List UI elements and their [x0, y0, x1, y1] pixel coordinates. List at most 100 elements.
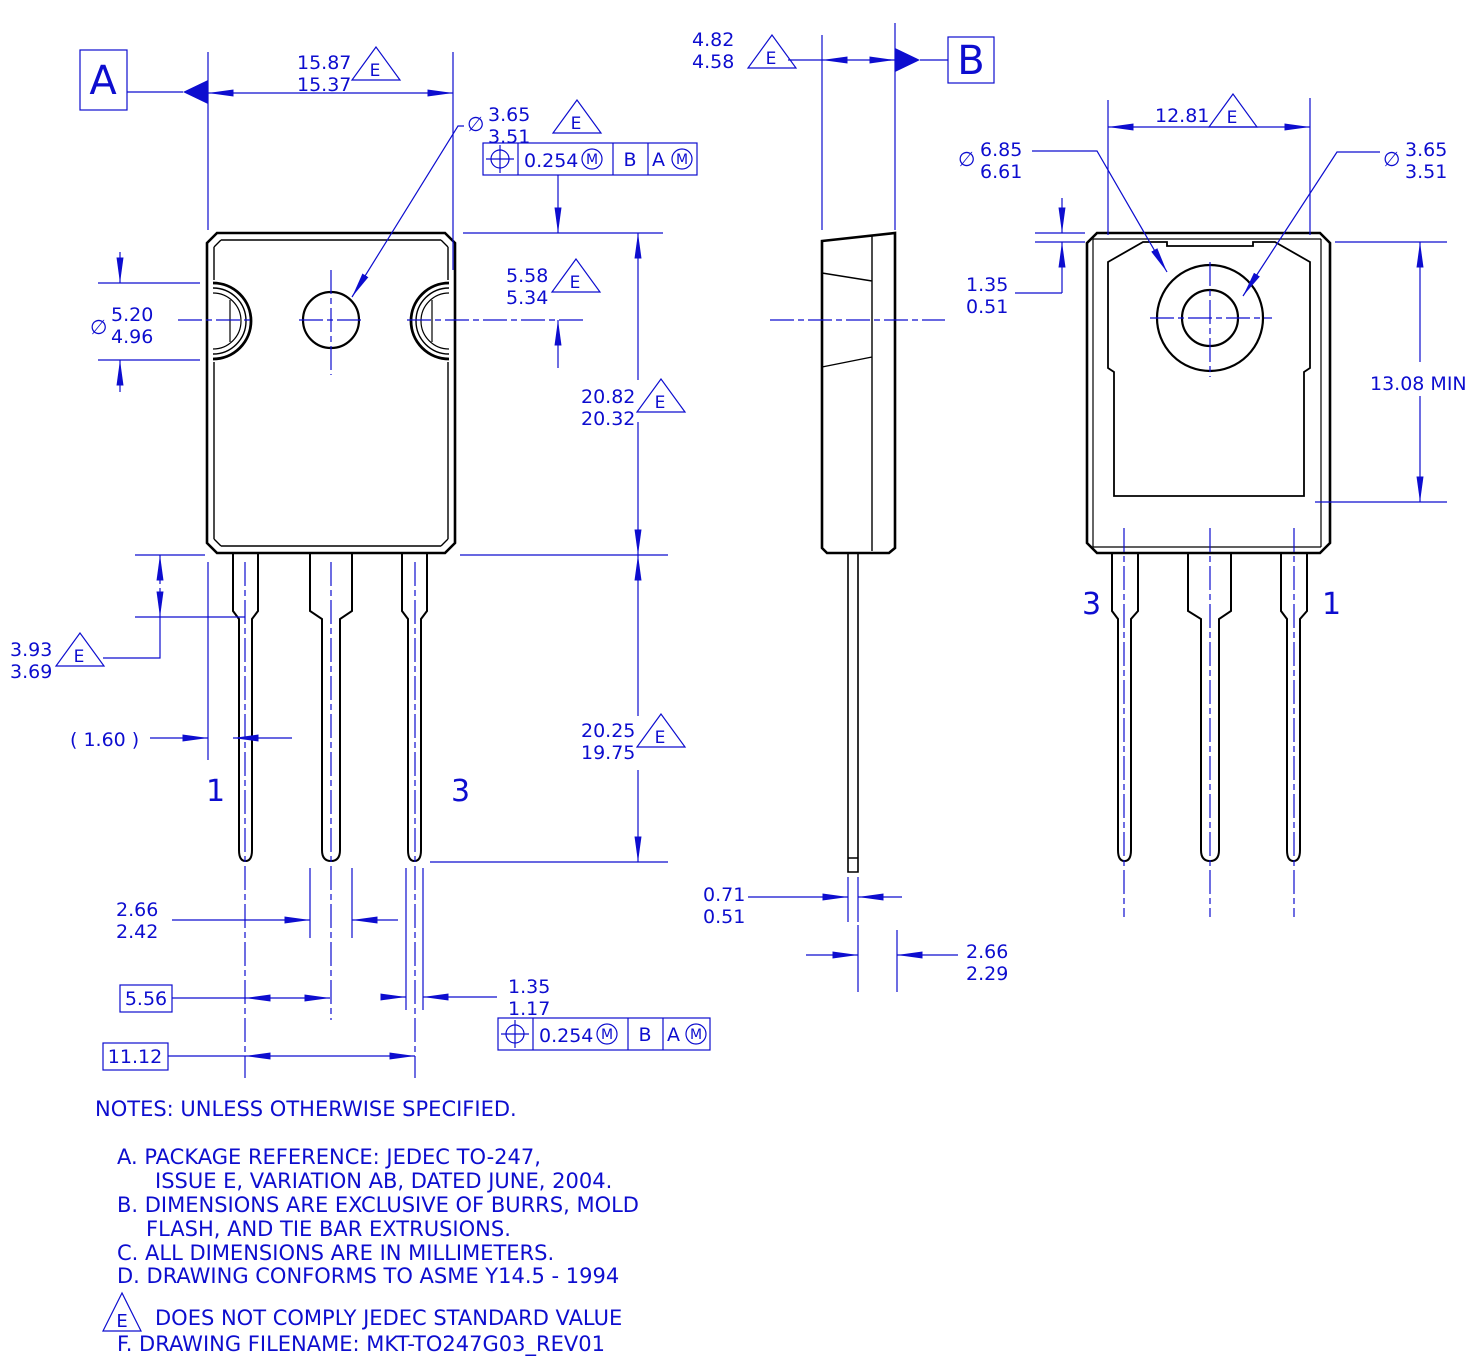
fcf-modifier: M — [601, 1027, 613, 1043]
mmc-symbol-icon — [581, 148, 603, 170]
note-b2: FLASH, AND TIE BAR EXTRUSIONS. — [146, 1217, 511, 1241]
mmc-symbol-icon — [596, 1023, 618, 1045]
diameter-symbol: ∅ — [90, 315, 107, 339]
datum-b-label: B — [957, 38, 984, 84]
dim-text: 3.51 — [1405, 161, 1447, 183]
e-flag-letter: E — [766, 49, 777, 69]
fcf-modifier: M — [690, 1027, 702, 1043]
side-view-outline — [820, 231, 897, 873]
dim-text: 3.93 — [10, 639, 52, 661]
diameter-symbol: ∅ — [467, 112, 484, 136]
dim-text: 5.56 — [125, 988, 167, 1010]
datum-b-arrow-icon — [895, 48, 920, 72]
mmc-symbol-icon — [685, 1023, 707, 1045]
pin-label-back-1: 1 — [1322, 587, 1341, 622]
e-flag-letter: E — [74, 647, 85, 667]
dim-notch-dia: ∅ 5.20 4.96 — [90, 252, 200, 392]
dim-text: 3.65 — [1405, 139, 1447, 161]
e-flag-letter: E — [370, 61, 381, 81]
datum-a-box — [79, 49, 128, 111]
note-b1: B. DIMENSIONS ARE EXCLUSIVE OF BURRS, MO… — [117, 1193, 639, 1217]
dim-text: 1.35 — [508, 976, 550, 998]
dim-text: 20.32 — [581, 408, 635, 430]
dim-span: 11.12 — [102, 1042, 415, 1071]
mmc-symbol-icon — [671, 148, 693, 170]
dim-text: 0.71 — [703, 884, 745, 906]
dim-text: 5.34 — [506, 287, 548, 309]
centerlines — [178, 262, 1295, 1078]
fcf-tolerance: 0.254 — [539, 1025, 593, 1047]
dim-text: 6.61 — [980, 161, 1022, 183]
pin-label-front-1: 1 — [206, 774, 225, 809]
dim-text: 4.82 — [692, 29, 734, 51]
dim-text: 3.65 — [488, 104, 530, 126]
dim-back-hole: ∅ 3.65 3.51 — [1242, 139, 1447, 297]
dim-text: ( 1.60 ) — [70, 729, 139, 751]
fcf-datum-1: B — [638, 1024, 651, 1046]
dim-text: 1.35 — [966, 274, 1008, 296]
dim-text: 4.96 — [111, 326, 153, 348]
e-flag-letter: E — [116, 1311, 127, 1332]
dim-text: 15.87 — [297, 52, 351, 74]
dim-hole-from-top: 5.58 5.34 E — [463, 175, 663, 368]
e-flag-icon — [550, 257, 602, 293]
feature-control-frame-top: 0.254 M B A M — [482, 142, 698, 176]
dim-text: 4.58 — [692, 51, 734, 73]
dim-text: 19.75 — [581, 742, 635, 764]
e-flag-letter: E — [655, 393, 666, 413]
datum-a-label: A — [89, 58, 117, 104]
dim-text: 11.12 — [108, 1046, 162, 1068]
dim-tab-height: 13.08 MIN — [1315, 241, 1467, 503]
dim-lead-width: 1.35 1.17 0.254 M B A M — [380, 868, 711, 1051]
e-flag-icon — [54, 631, 106, 667]
note-e: DOES NOT COMPLY JEDEC STANDARD VALUE — [155, 1306, 622, 1330]
pin-label-front-3: 3 — [451, 774, 470, 809]
fcf-tolerance: 0.254 — [524, 150, 578, 172]
dim-text: 3.69 — [10, 661, 52, 683]
dim-thickness: B 4.82 4.58 E — [692, 23, 995, 230]
note-f: F. DRAWING FILENAME: MKT-TO247G03_REV01 — [117, 1332, 605, 1357]
e-flag-letter: E — [655, 728, 666, 748]
fcf-modifier: M — [676, 152, 688, 168]
dim-pitch: 5.56 — [119, 984, 330, 1013]
e-flag-icon — [551, 98, 603, 134]
e-flag-letter: E — [571, 114, 582, 134]
e-flag-icon — [102, 1291, 142, 1332]
dim-text: 2.66 — [966, 941, 1008, 963]
dim-lead-offset: 2.66 2.29 — [806, 925, 1008, 992]
e-flag-icon — [635, 377, 687, 413]
dim-tab-top: 1.35 0.51 — [966, 198, 1085, 318]
back-lead-3 — [1111, 553, 1139, 863]
dim-text: 15.37 — [297, 74, 351, 96]
dim-text: 2.66 — [116, 899, 158, 921]
back-metal-tab — [1107, 241, 1311, 497]
fcf-datum-1: B — [623, 149, 636, 171]
e-flag-icon — [350, 45, 402, 81]
dim-front-hole: ∅ 3.65 3.51 E 0.254 M B A M — [351, 98, 698, 298]
fcf-datum-2: A — [667, 1024, 680, 1046]
note-c: C. ALL DIMENSIONS ARE IN MILLIMETERS. — [117, 1241, 554, 1265]
dim-body-height: 20.82 20.32 E — [460, 233, 687, 556]
e-flag-icon — [1207, 92, 1259, 128]
fcf-datum-2: A — [652, 149, 665, 171]
datum-a-arrow-icon — [183, 80, 208, 104]
dim-lead-base-width: 2.66 2.42 — [116, 868, 398, 943]
dim-text: 6.85 — [980, 139, 1022, 161]
fcf-modifier: M — [586, 152, 598, 168]
dim-text: 5.20 — [111, 304, 153, 326]
dim-text: 20.82 — [581, 386, 635, 408]
dim-text: 12.81 — [1155, 105, 1209, 127]
dim-body-width: A 15.87 15.37 E — [79, 45, 454, 270]
dim-text: 0.51 — [966, 296, 1008, 318]
diameter-symbol: ∅ — [958, 147, 975, 171]
dim-edge-to-lead: ( 1.60 ) — [70, 562, 292, 760]
note-a1: A. PACKAGE REFERENCE: JEDEC TO-247, — [117, 1145, 541, 1169]
dim-text: 5.58 — [506, 265, 548, 287]
notes-header: NOTES: UNLESS OTHERWISE SPECIFIED. — [95, 1097, 517, 1121]
dim-text: 3.51 — [488, 126, 530, 148]
e-flag-icon — [746, 33, 798, 69]
side-lead — [847, 553, 859, 873]
dim-lead-length: 20.25 19.75 E — [430, 555, 687, 863]
dim-text: 20.25 — [581, 720, 635, 742]
